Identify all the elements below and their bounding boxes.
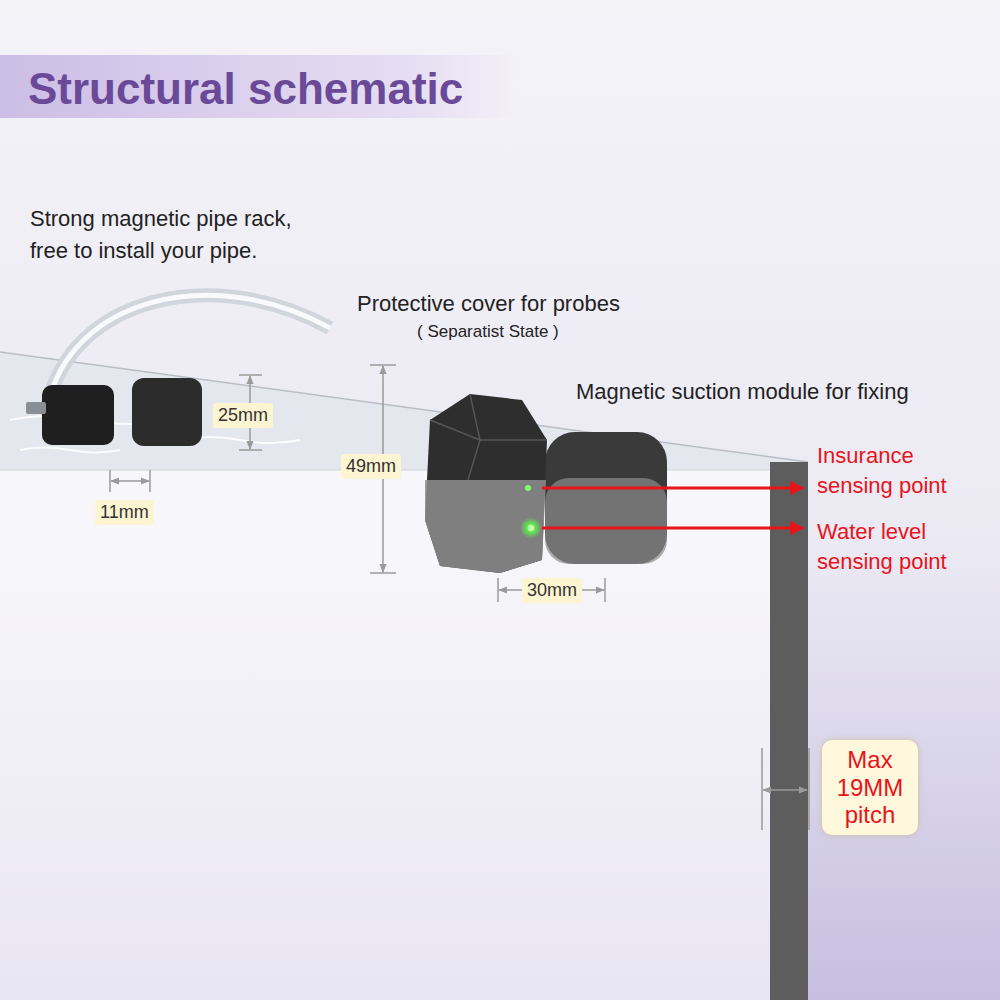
dimension: 49mm [341,454,401,479]
tank-rim [0,352,808,462]
probe-cover-under-water [425,480,546,573]
pitch-callout-box: Max 19MM pitch [822,740,918,835]
pointer-arrow [542,487,803,490]
dimension-tick [239,374,262,376]
level-sensor [425,394,667,573]
callout-text: Max 19MM pitch [826,746,914,829]
water-surface [0,352,808,470]
dimension-tick [604,578,606,602]
dimension-lines [110,365,809,830]
magnet-module-under-water [545,478,667,564]
level-led-glow [520,517,542,539]
part-state: ( Separatist State ) [417,321,559,343]
level-led [528,525,534,531]
part-note: Strong magnetic pipe rack, free to insta… [30,203,330,267]
pointer-arrow [542,527,803,530]
probe-cover [425,394,547,573]
part-name: Protective cover for probes [357,290,620,319]
part-name: Magnetic suction module for fixing [576,378,909,407]
dimension-tick [239,449,262,451]
magnet-module [545,432,667,564]
front-glass [0,470,770,1000]
sensing-point-label: Insurance sensing point [817,441,982,500]
rack-magnet [132,378,202,446]
rack-clamp [42,385,114,445]
title: Structural schematic [28,60,463,117]
dimension-line [111,480,149,482]
dimension-tick [761,748,763,830]
dimension-tick [370,572,396,574]
dimension-tick [497,578,499,602]
dimension-tick [808,748,810,830]
dimension-line [763,789,807,791]
pipe-screw [26,402,46,414]
title-banner [0,55,515,118]
ripple [20,448,120,453]
dimension-tick [149,470,151,492]
dimension: 11mm [95,500,154,525]
dimension: 30mm [522,578,582,603]
insurance-led [525,485,531,491]
dimension-tick [109,470,111,492]
tank-side-wall [770,462,808,1000]
sensing-point-label: Water level sensing point [817,517,982,576]
dimension: 25mm [213,403,273,428]
pipe-rack [26,295,330,446]
cover-facets [430,394,547,480]
dimension-tick [370,364,396,366]
